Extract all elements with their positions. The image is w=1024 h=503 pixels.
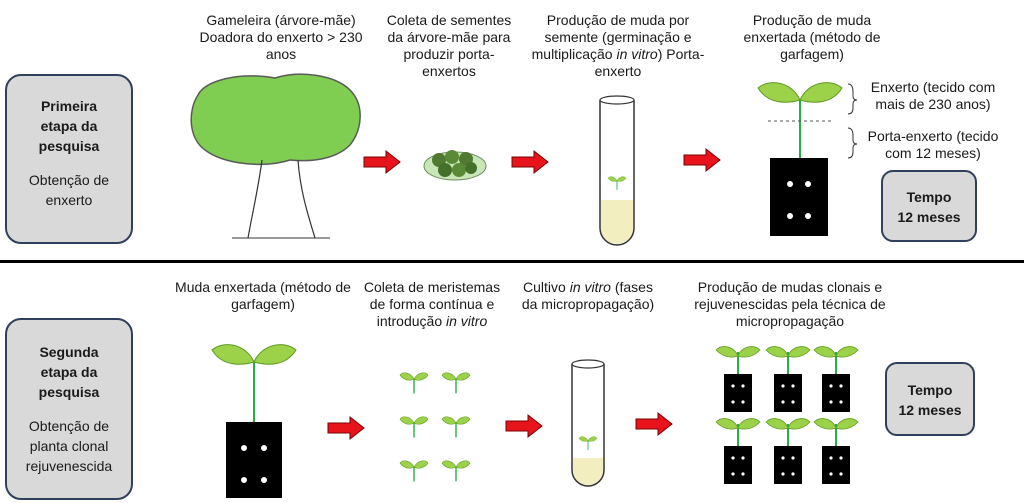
clonal-plants-illustration — [715, 345, 859, 485]
arrow-2 — [511, 150, 549, 174]
stage-divider — [0, 260, 1024, 263]
stage1-box: Primeira etapa da pesquisa Obtenção de e… — [5, 74, 133, 244]
stage1-subtitle: Obtenção de enxerto — [28, 172, 110, 208]
stage1-step1-label: Gameleira (árvore-mãe) Doadora do enxert… — [199, 12, 363, 62]
stage2-time-box: Tempo 12 meses — [885, 362, 975, 436]
stage2-time-title: Tempo — [907, 382, 953, 398]
arrow-1 — [363, 150, 401, 174]
stage1-time-box: Tempo 12 meses — [881, 170, 977, 242]
stage2-step1-label: Muda enxertada (método de garfagem) — [175, 279, 351, 312]
stage2-step2-label: Coleta de meristemas de forma contínua e… — [363, 279, 501, 329]
test-tube-1 — [599, 95, 635, 246]
mother-tree-illustration — [190, 73, 361, 239]
seeds-dish-illustration — [423, 150, 487, 181]
scion-annotation: Enxerto (tecido com mais de 230 anos) — [870, 79, 996, 112]
rootstock-annotation: Porta-enxerto (tecido com 12 meses) — [867, 128, 999, 161]
arrow-5 — [505, 414, 543, 438]
arrow-3 — [683, 148, 721, 172]
stage2-time-value: 12 meses — [898, 402, 962, 418]
stage1-time-title: Tempo — [906, 189, 952, 205]
stage1-time-value: 12 meses — [897, 209, 961, 225]
test-tube-2 — [571, 359, 605, 487]
grafted-plant-2 — [211, 344, 297, 498]
stage2-title: Segunda etapa da pesquisa — [38, 344, 100, 400]
arrow-4 — [327, 416, 365, 440]
stage2-step4-label: Produção de mudas clonais e rejuvenescid… — [694, 279, 886, 329]
stage2-box: Segunda etapa da pesquisa Obtenção de pl… — [5, 318, 133, 500]
stage1-title: Primeira etapa da pesquisa — [38, 98, 100, 154]
meristems-illustration — [399, 372, 471, 483]
stage1-step4-label: Produção de muda enxertada (método de ga… — [743, 12, 881, 62]
grafted-plant-1 — [757, 82, 858, 236]
stage2-step3-label: Cultivo in vitro (fases da micropropagaç… — [521, 279, 655, 312]
stage2-subtitle: Obtenção de planta clonal rejuvenescida — [25, 418, 113, 474]
stage1-step2-label: Coleta de sementes da árvore-mãe para pr… — [386, 12, 512, 79]
arrow-6 — [635, 412, 673, 436]
stage1-step3-label: Produção de muda por semente (germinação… — [531, 12, 705, 79]
